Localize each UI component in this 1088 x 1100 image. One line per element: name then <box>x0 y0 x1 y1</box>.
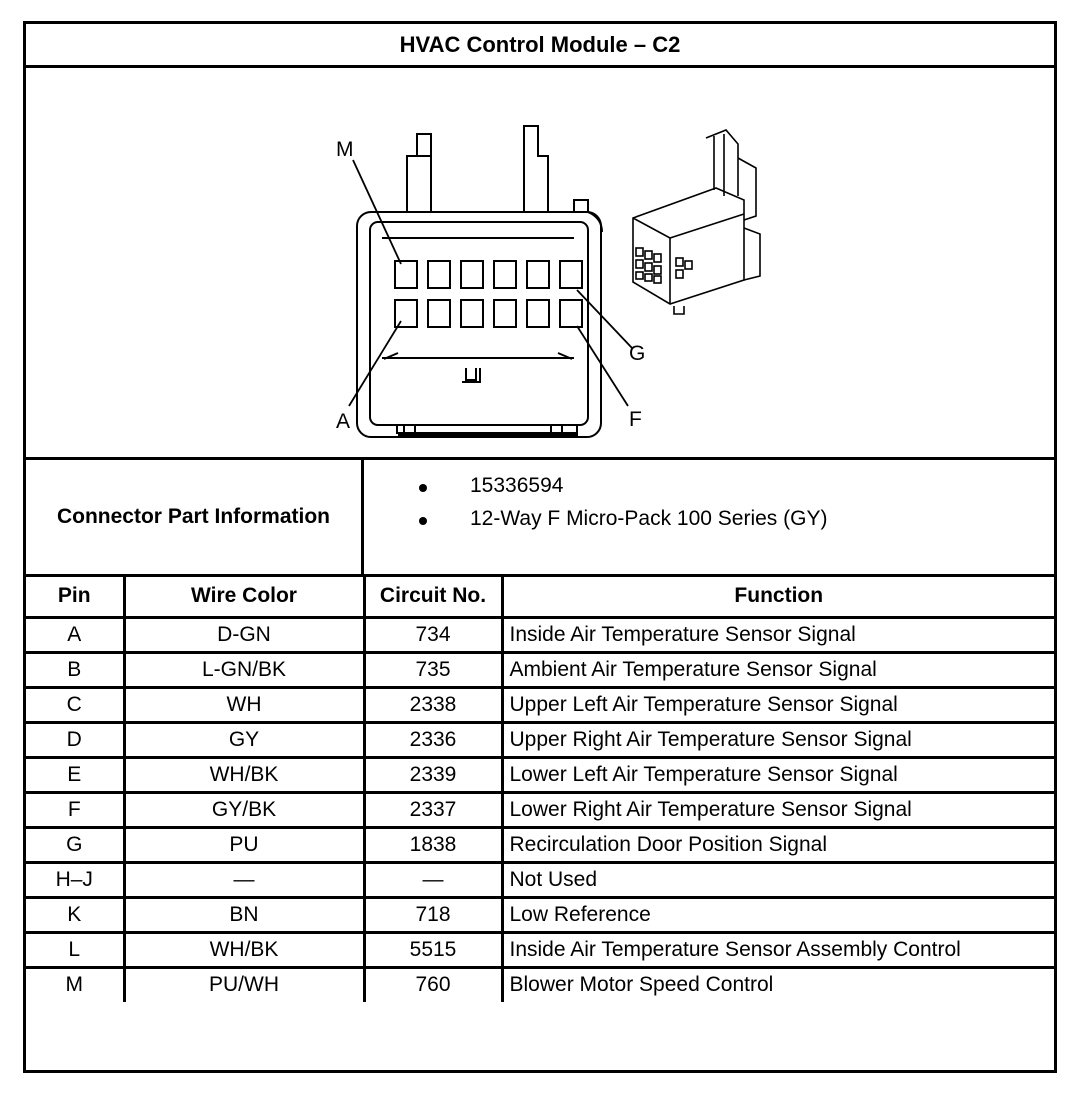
cavity-c <box>460 299 484 328</box>
cell-wire-color: WH/BK <box>122 755 366 794</box>
cavity-d <box>493 299 517 328</box>
cell-wire-color: D-GN <box>122 615 366 654</box>
label-pin-m: M <box>336 138 354 161</box>
cavity-grid <box>394 260 583 328</box>
cell-pin: L <box>26 930 126 969</box>
header-wire-color: Wire Color <box>122 577 366 619</box>
cell-wire-color: BN <box>122 895 366 934</box>
part-info-label: Connector Part Information <box>26 460 364 574</box>
cell-function: Ambient Air Temperature Sensor Signal <box>500 650 1054 689</box>
cavity-l <box>427 260 451 289</box>
header-function: Function <box>500 577 1054 619</box>
cell-pin: C <box>26 685 126 724</box>
cell-pin: D <box>26 720 126 759</box>
cell-function: Not Used <box>500 860 1054 899</box>
header-circuit-no: Circuit No. <box>362 577 504 619</box>
cell-function: Upper Left Air Temperature Sensor Signal <box>500 685 1054 724</box>
cell-pin: K <box>26 895 126 934</box>
connector-drawing: M A G F <box>336 125 761 438</box>
label-pin-a: A <box>336 410 350 433</box>
cell-wire-color: GY/BK <box>122 790 366 829</box>
cell-wire-color: WH/BK <box>122 930 366 969</box>
cell-circuit-no: 760 <box>362 965 504 1002</box>
cell-wire-color: PU/WH <box>122 965 366 1002</box>
cavity-j <box>493 260 517 289</box>
cell-circuit-no: — <box>362 860 504 899</box>
cell-wire-color: — <box>122 860 366 899</box>
connector-part-information: Connector Part Information 15336594 12-W… <box>26 460 1054 577</box>
leader-lines <box>348 159 633 407</box>
cell-function: Lower Left Air Temperature Sensor Signal <box>500 755 1054 794</box>
cell-function: Lower Right Air Temperature Sensor Signa… <box>500 790 1054 829</box>
cell-circuit-no: 2338 <box>362 685 504 724</box>
connector-sheet: HVAC Control Module – C2 <box>23 21 1057 1073</box>
cell-wire-color: WH <box>122 685 366 724</box>
cell-pin: E <box>26 755 126 794</box>
cavity-m <box>394 260 418 289</box>
label-pin-f: F <box>629 408 642 431</box>
table-row: H–J——Not Used <box>26 860 1054 899</box>
bullet-icon <box>419 517 427 525</box>
cell-pin: B <box>26 650 126 689</box>
cell-circuit-no: 5515 <box>362 930 504 969</box>
cell-function: Inside Air Temperature Sensor Assembly C… <box>500 930 1054 969</box>
cell-function: Blower Motor Speed Control <box>500 965 1054 1002</box>
cell-circuit-no: 718 <box>362 895 504 934</box>
cavity-f <box>559 299 583 328</box>
cell-circuit-no: 734 <box>362 615 504 654</box>
cell-function: Upper Right Air Temperature Sensor Signa… <box>500 720 1054 759</box>
cell-circuit-no: 1838 <box>362 825 504 864</box>
cavity-e <box>526 299 550 328</box>
cell-circuit-no: 2339 <box>362 755 504 794</box>
sheet-title: HVAC Control Module – C2 <box>26 24 1054 68</box>
connector-perspective-view <box>632 129 761 315</box>
cell-function: Low Reference <box>500 895 1054 934</box>
cell-circuit-no: 2337 <box>362 790 504 829</box>
cavity-h <box>526 260 550 289</box>
cavity-g <box>559 260 583 289</box>
label-pin-g: G <box>629 342 645 365</box>
cell-pin: H–J <box>26 860 126 899</box>
cell-wire-color: L-GN/BK <box>122 650 366 689</box>
bullet-icon <box>419 484 427 492</box>
cell-function: Inside Air Temperature Sensor Signal <box>500 615 1054 654</box>
connector-figure: M A G F <box>26 68 1054 460</box>
cavity-b <box>427 299 451 328</box>
cell-pin: F <box>26 790 126 829</box>
cell-function: Recirculation Door Position Signal <box>500 825 1054 864</box>
cell-pin: M <box>26 965 126 1002</box>
cell-wire-color: GY <box>122 720 366 759</box>
cavity-a <box>394 299 418 328</box>
table-header-row: Pin Wire Color Circuit No. Function <box>26 577 1054 619</box>
cell-circuit-no: 2336 <box>362 720 504 759</box>
cell-circuit-no: 735 <box>362 650 504 689</box>
cell-pin: A <box>26 615 126 654</box>
connector-face-view <box>356 125 603 438</box>
cavity-k <box>460 260 484 289</box>
cell-pin: G <box>26 825 126 864</box>
cell-wire-color: PU <box>122 825 366 864</box>
header-pin: Pin <box>26 577 126 619</box>
